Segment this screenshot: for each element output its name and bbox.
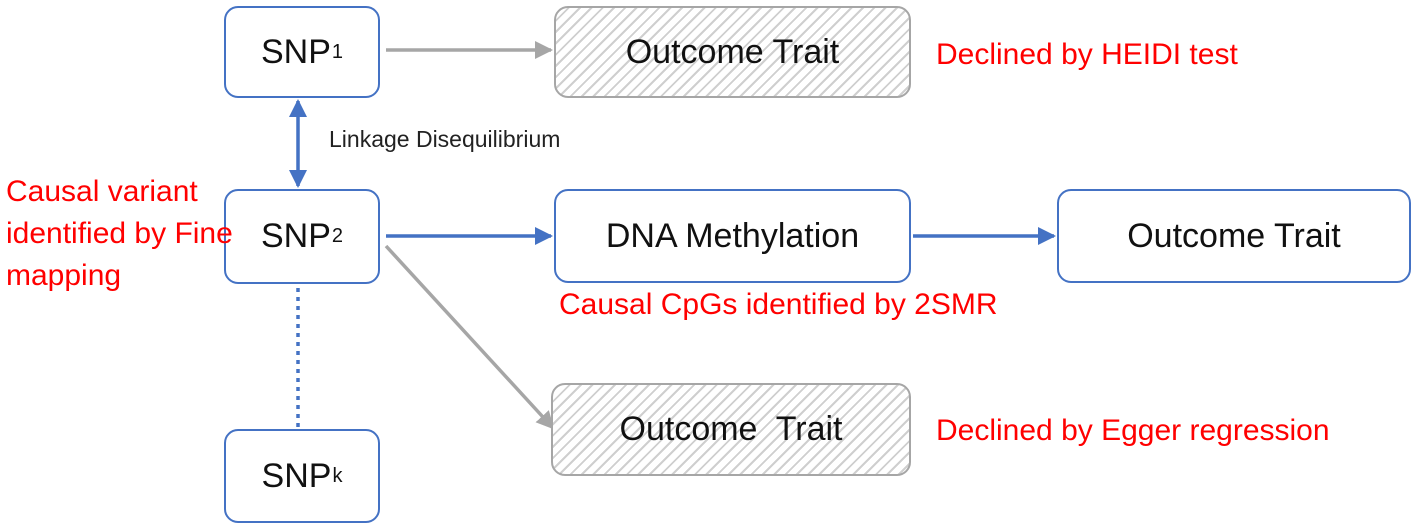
snp1-label: SNP <box>260 32 331 71</box>
snpk-label: SNP <box>261 456 332 495</box>
causal-cpgs-annotation: Causal CpGs identified by 2SMR <box>559 288 998 321</box>
outcome-trait-causal-label: Outcome Trait <box>1127 216 1341 255</box>
dna-methylation-node: DNA Methylation <box>554 189 911 283</box>
outcome-trait-heidi-node: Outcome Trait <box>554 6 911 98</box>
causal-variant-annotation: Causal variant identified by Fine mappin… <box>6 175 233 292</box>
outcome-trait-egger-node: Outcome Trait <box>551 383 911 476</box>
snp1-subscript: 1 <box>331 40 344 63</box>
linkage-disequilibrium-label: Linkage Disequilibrium <box>329 126 561 152</box>
dna-methylation-label: DNA Methylation <box>605 216 860 255</box>
snp2-label: SNP <box>260 217 331 255</box>
outcome-trait-causal-node: Outcome Trait <box>1057 189 1411 283</box>
snp2-subscript: 2 <box>331 225 344 247</box>
outcome-trait-egger-label: Outcome Trait <box>619 410 843 448</box>
snpk-subscript: k <box>332 464 343 487</box>
outcome-trait-heidi-label: Outcome Trait <box>625 32 840 71</box>
heidi-decline-annotation: Declined by HEIDI test <box>936 38 1238 71</box>
arrow-snp2-to-outcome-egger <box>384 244 555 430</box>
egger-decline-annotation: Declined by Egger regression <box>936 414 1330 447</box>
